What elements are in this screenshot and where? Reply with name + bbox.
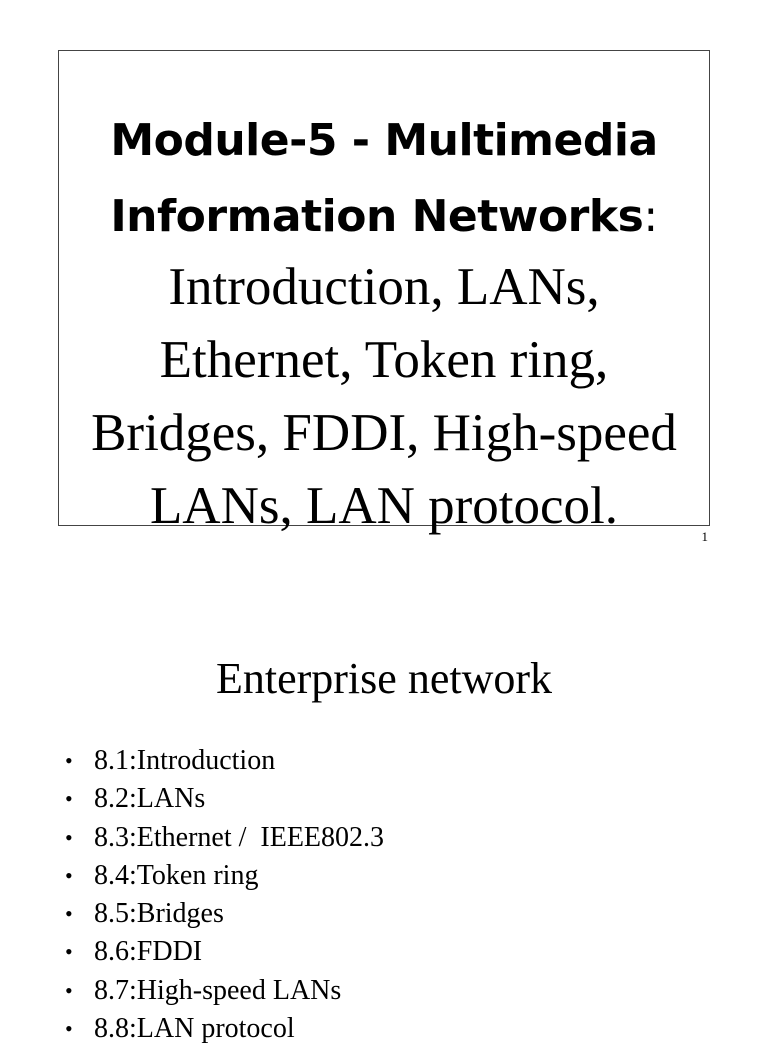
- title-line-1: Module-5 - Multimedia: [110, 115, 658, 166]
- list-item-text: 8.5:Bridges: [94, 898, 224, 930]
- bullet-icon: •: [65, 939, 73, 965]
- subtitle-line-3: Bridges, FDDI, High-speed: [91, 404, 677, 462]
- list-item: • 8.1:Introduction: [60, 742, 384, 780]
- subtitle-line-1: Introduction, LANs,: [168, 258, 600, 316]
- list-item: • 8.4:Token ring: [60, 857, 384, 895]
- topic-list: • 8.1:Introduction • 8.2:LANs • 8.3:Etherne…: [60, 742, 384, 1048]
- list-item: • 8.7:High-speed LANs: [60, 972, 384, 1010]
- title-line-2: Information Networks:: [59, 179, 709, 255]
- bullet-icon: •: [65, 977, 73, 1003]
- list-item-text: 8.7:High-speed LANs: [94, 974, 342, 1006]
- bullet-icon: •: [65, 748, 73, 773]
- list-item-text: 8.2:LANs: [94, 783, 206, 815]
- list-item-text: 8.1:Introduction: [94, 745, 276, 776]
- subtitle-line-4: LANs, LAN protocol.: [149, 477, 619, 535]
- title-line-2-text: Information Networks: [110, 191, 644, 242]
- subtitle-line-2: Ethernet, Token ring,: [159, 331, 609, 389]
- list-item: • 8.8:LAN protocol: [60, 1010, 384, 1048]
- title-colon: :: [643, 191, 658, 242]
- list-item: • 8.3:Ethernet / IEEE802.3: [60, 819, 384, 857]
- page-number: 1: [701, 529, 709, 544]
- list-item: • 8.2:LANs: [60, 780, 384, 818]
- slide-1-frame: Module-5 - Multimedia Information Networ…: [58, 50, 710, 535]
- list-item: • 8.5:Bridges: [60, 895, 384, 933]
- bullet-icon: •: [65, 1016, 73, 1042]
- bullet-icon: •: [65, 862, 73, 888]
- bullet-icon: •: [65, 786, 73, 812]
- slide-1-subtitle: Introduction, LANs, Ethernet, Token ring…: [59, 251, 709, 543]
- list-item-text: 8.4:Token ring: [94, 859, 259, 891]
- bullet-icon: •: [65, 901, 73, 927]
- list-item-text: 8.8:LAN protocol: [94, 1013, 295, 1045]
- slide-2-title: Enterprise network: [216, 654, 552, 703]
- list-item: • 8.6:FDDI: [60, 933, 384, 971]
- bullet-icon: •: [65, 824, 73, 850]
- slide-1-title: Module-5 - Multimedia Information Networ…: [59, 103, 709, 255]
- list-item-text: 8.6:FDDI: [94, 936, 203, 968]
- list-item-text: 8.3:Ethernet / IEEE802.3: [94, 821, 385, 853]
